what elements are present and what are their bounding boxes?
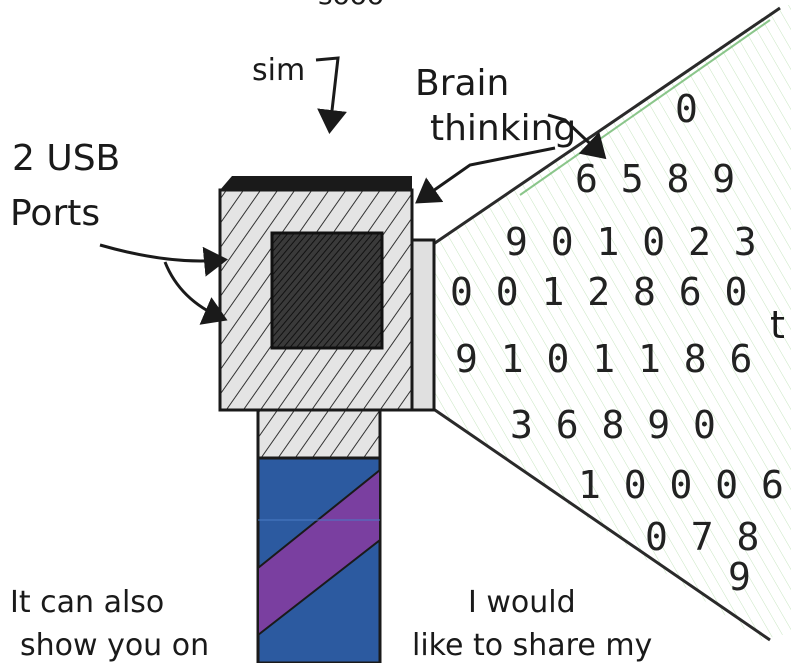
device-screen	[270, 231, 384, 350]
thought-beam	[432, 5, 791, 640]
top-partial-text: sooo	[318, 0, 384, 11]
sim-label: sim	[252, 53, 305, 88]
brain-thinking-label-line2: thinking	[430, 108, 576, 149]
arrow-icon	[415, 146, 556, 204]
digit-row: 3 6 8 9 0	[510, 403, 716, 447]
usb-ports-label-line2: Ports	[10, 193, 100, 234]
arrow-icon	[99, 243, 228, 277]
arrow-icon	[315, 56, 347, 134]
digit-row: 0	[675, 87, 698, 131]
beam-upper-edge	[431, 6, 781, 247]
side-panel	[410, 238, 436, 412]
beam-lower-edge	[431, 406, 771, 642]
edge-letter: t	[770, 303, 785, 347]
device-handle	[256, 453, 382, 663]
left-note-line2: show you on	[20, 628, 209, 663]
digit-stream: 0 6 5 8 9 9 0 1 0 2 3 0 0 1 2 8 6 0 9 1 …	[450, 87, 784, 599]
digit-row: 9	[728, 555, 751, 599]
arrow-icon	[163, 261, 228, 325]
right-note-line1: I would	[468, 585, 576, 620]
right-note-line2: like to share my	[412, 628, 652, 663]
digit-row: 6 5 8 9	[575, 157, 735, 201]
left-note-line1: It can also	[10, 585, 164, 620]
digit-row: 0 7 8	[645, 515, 759, 559]
beam-upper-edge-green	[519, 19, 771, 196]
digit-row: 9 1 0 1 1 8 6	[455, 337, 752, 381]
digit-row: 1 0 0 0 6	[578, 463, 784, 507]
usb-ports-label-line1: 2 USB	[12, 138, 120, 179]
brain-thinking-label-line1: Brain	[415, 63, 509, 104]
digit-row: 0 0 1 2 8 6 0	[450, 270, 747, 314]
device-neck	[256, 408, 382, 460]
arrow-icon	[547, 113, 607, 160]
digit-row: 9 0 1 0 2 3	[505, 220, 757, 264]
handheld-device-icon	[218, 176, 436, 412]
